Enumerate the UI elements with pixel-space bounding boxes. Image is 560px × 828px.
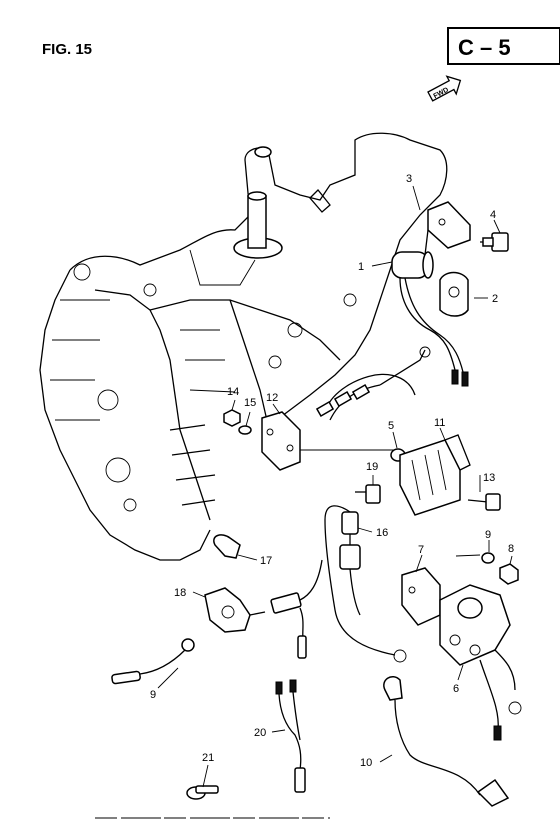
part-16-fuse-holder: [324, 505, 407, 663]
part-19-bolt: [355, 484, 381, 504]
callout-3: 3: [406, 173, 412, 185]
callout-16: 16: [376, 527, 388, 539]
part-11-regulator: [399, 434, 471, 516]
part-18-clamp: [204, 587, 266, 633]
engine-block: [39, 132, 448, 561]
part-10-cable: [383, 676, 510, 807]
part-1-relay: [391, 251, 469, 387]
callout-8: 8: [508, 543, 514, 555]
callout-14: 14: [227, 386, 239, 398]
part-connector: [270, 559, 323, 659]
callout-10: 10: [360, 757, 372, 769]
part-20-sub-harness: [275, 679, 306, 793]
callout-9-cable: 9: [150, 689, 156, 701]
callout-4: 4: [490, 209, 496, 221]
callout-2: 2: [492, 293, 498, 305]
part-15-washer: [238, 425, 252, 435]
part-7-bracket: [401, 567, 441, 626]
callout-13: 13: [483, 472, 495, 484]
leader-lines: [157, 185, 513, 788]
callout-1: 1: [358, 261, 364, 273]
fwd-arrow-icon: FWD: [427, 75, 462, 102]
callout-21: 21: [202, 752, 214, 764]
callout-labels: 1 2 3 4 5 6 7 8 9 9 10 11 12 13 14 15 16…: [150, 173, 514, 769]
part-12-bracket: [261, 411, 395, 471]
callout-17: 17: [260, 555, 272, 567]
part-9-cable: [111, 638, 195, 685]
part-13-bolt: [467, 493, 501, 511]
part-3-bracket: [424, 201, 471, 256]
callout-18: 18: [174, 587, 186, 599]
part-14-nut: [223, 409, 241, 427]
callout-20: 20: [254, 727, 266, 739]
part-2-cover: [439, 271, 469, 317]
callout-11: 11: [434, 417, 445, 429]
callout-15: 15: [244, 397, 256, 409]
callout-9-washer: 9: [485, 529, 491, 541]
callout-6: 6: [453, 683, 459, 695]
figure-code: C – 5: [458, 35, 511, 60]
callout-12: 12: [266, 392, 278, 404]
wiring-harness: [315, 346, 431, 421]
part-9-washer: [481, 552, 495, 564]
part-17-clip: [213, 534, 241, 559]
part-8-nut: [499, 563, 519, 585]
figure-title: FIG. 15: [42, 41, 92, 58]
part-6-solenoid: [439, 584, 522, 741]
callout-19: 19: [366, 461, 378, 473]
callout-5: 5: [388, 420, 394, 432]
part-4-bolt: [480, 232, 509, 252]
figure-code-box: [447, 27, 560, 65]
part-21-pin: [186, 785, 219, 800]
callout-7: 7: [418, 544, 424, 556]
